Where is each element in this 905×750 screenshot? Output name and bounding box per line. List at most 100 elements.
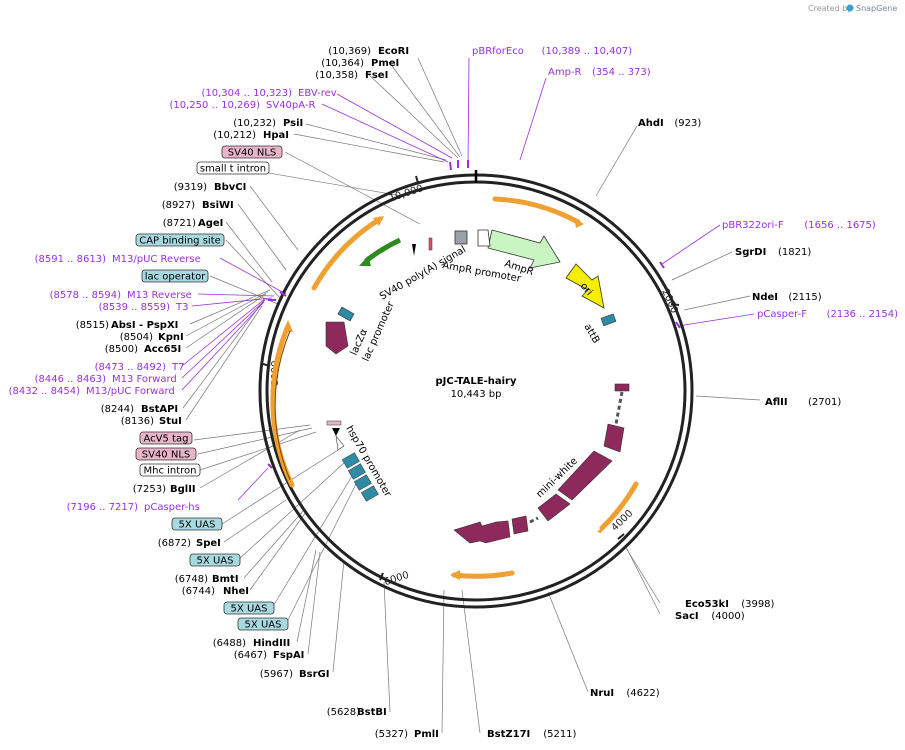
site-name-aflii: AflII <box>765 397 788 408</box>
primer-pbr322ori-f: pBR322ori-F <box>722 220 784 231</box>
ori-feature <box>565 263 605 309</box>
feature-box <box>141 269 209 283</box>
feature-box-label: lac operator <box>145 272 206 283</box>
primer-range: (8446 .. 8463) <box>35 374 107 385</box>
feature-box-label: Mhc intron <box>143 466 196 477</box>
primer-range: (7196 .. 7217) <box>67 502 139 513</box>
site-name-bglii: BglII <box>170 484 196 495</box>
primer-leader-lines <box>181 57 755 501</box>
feature-box-label: SV40 NLS <box>228 148 277 159</box>
feature-box-label: small t intron <box>200 164 266 175</box>
site-name-pmei: PmeI <box>371 58 399 69</box>
mini-white-introns <box>529 391 624 524</box>
orange-arrowheads <box>283 216 608 580</box>
primer-m13-puc-reverse: M13/pUC Reverse <box>112 254 201 265</box>
ampr-promoter-feature <box>477 229 491 247</box>
feature-box-label: 5X UAS <box>245 620 282 631</box>
feature-box <box>139 463 201 477</box>
feature-box <box>171 517 223 531</box>
primer-markers <box>267 160 681 469</box>
plasmid-size: 10,443 bp <box>451 389 502 400</box>
primer-m13-forward: M13 Forward <box>112 374 177 385</box>
site-position: (6872) <box>158 538 191 549</box>
feature-box <box>135 447 197 461</box>
site-position: (10,369) <box>328 46 371 57</box>
feature-box <box>139 431 193 445</box>
primer-m13-reverse: M13 Reverse <box>127 290 192 301</box>
primer-range: (8473 .. 8492) <box>95 362 167 373</box>
site-name-bstbi: BstBI <box>357 707 387 718</box>
primer-sv40pa-r: SV40pA-R <box>266 100 315 111</box>
sv40-polya-feature <box>454 230 468 245</box>
site-position: (10,358) <box>315 70 358 81</box>
ampr-feature <box>487 229 561 269</box>
site-name-bsrgi: BsrGI <box>299 669 329 680</box>
site-position: (8515) <box>76 320 109 331</box>
site-position: (5211) <box>543 729 576 740</box>
site-position: (8244) <box>101 404 134 415</box>
site-name-fsei: FseI <box>365 70 388 81</box>
lacz-arrowhead <box>359 256 371 266</box>
primer-pcasper-f: pCasper-F <box>757 309 807 320</box>
site-position: (10,364) <box>321 58 364 69</box>
primer-t3: T3 <box>175 302 188 313</box>
site-position: (7253) <box>133 484 166 495</box>
tick-marks <box>262 175 680 581</box>
primer-range: (8591 .. 8613) <box>35 254 107 265</box>
feature-box <box>189 553 241 567</box>
site-position: (2701) <box>808 397 841 408</box>
feature-box-label: 5X UAS <box>179 520 216 531</box>
feature-box <box>135 233 225 247</box>
primer-ebv-rev: EBV-rev <box>298 88 337 99</box>
site-name-stui: StuI <box>159 416 182 427</box>
feature-box <box>196 161 270 175</box>
site-name-nrui: NruI <box>590 688 614 699</box>
attb-feature <box>600 313 617 327</box>
plasmid-name: pJC-TALE-hairy <box>435 376 516 387</box>
small-t-intron-marker <box>412 244 416 256</box>
lacz-alpha-arc <box>364 237 402 263</box>
feature-box <box>237 617 289 631</box>
site-name-eco53ki: Eco53kI <box>685 599 729 610</box>
restriction-site-labels: (10,369) EcoRI (10,364) PmeI (10,358) FseI (10… <box>76 46 842 740</box>
primer-range: (1656 .. 1675) <box>804 220 876 231</box>
site-position: (6744) <box>182 586 215 597</box>
site-leader-lines <box>182 57 761 734</box>
primer-range: (8539 .. 8559) <box>99 302 171 313</box>
primer-range: (10,304 .. 10,323) <box>202 88 293 99</box>
orange-arc-core <box>274 330 291 481</box>
feature-box <box>223 601 275 615</box>
site-position: (6488) <box>213 638 246 649</box>
primer-labels: pBRforEco (10,389 .. 10,407) Amp-R (354 .. … <box>9 46 899 513</box>
site-position: (4000) <box>711 611 744 622</box>
site-name-bbvci: BbvCI <box>214 182 246 193</box>
site-name-ndei: NdeI <box>752 292 778 303</box>
site-name-ahdi: AhdI <box>638 118 664 129</box>
sv40-nls-marker <box>428 237 433 251</box>
site-name-acc65i: Acc65I <box>144 344 181 355</box>
hsp70-region <box>326 420 379 502</box>
site-position: (6467) <box>234 650 267 661</box>
sv40-polya-label: SV40 poly(A) signal <box>378 244 468 302</box>
site-name-bsiwi: BsiWI <box>202 200 234 211</box>
site-position: (10,212) <box>213 130 256 141</box>
primer-amp-r: Amp-R <box>548 67 582 78</box>
site-name-saci: SacI <box>675 611 699 622</box>
site-position: (5628) <box>327 707 360 718</box>
credit-brand: SnapGene <box>856 4 897 13</box>
site-name-nhei: NheI <box>223 586 249 597</box>
site-name-ecori: EcoRI <box>378 46 409 57</box>
site-position: (8136) <box>121 416 154 427</box>
site-name-bmti: BmtI <box>212 574 239 585</box>
site-name-absi-pspxi: AbsI - PspXI <box>111 320 178 331</box>
primer-range: (354 .. 373) <box>592 67 651 78</box>
primer-range: (8578 .. 8594) <box>50 290 122 301</box>
primer-pbrforeco: pBRforEco <box>472 46 524 57</box>
site-position: (923) <box>674 118 701 129</box>
site-position: (4622) <box>626 688 659 699</box>
primer-range: (10,389 .. 10,407) <box>542 46 633 57</box>
feature-box-label: 5X UAS <box>197 556 234 567</box>
